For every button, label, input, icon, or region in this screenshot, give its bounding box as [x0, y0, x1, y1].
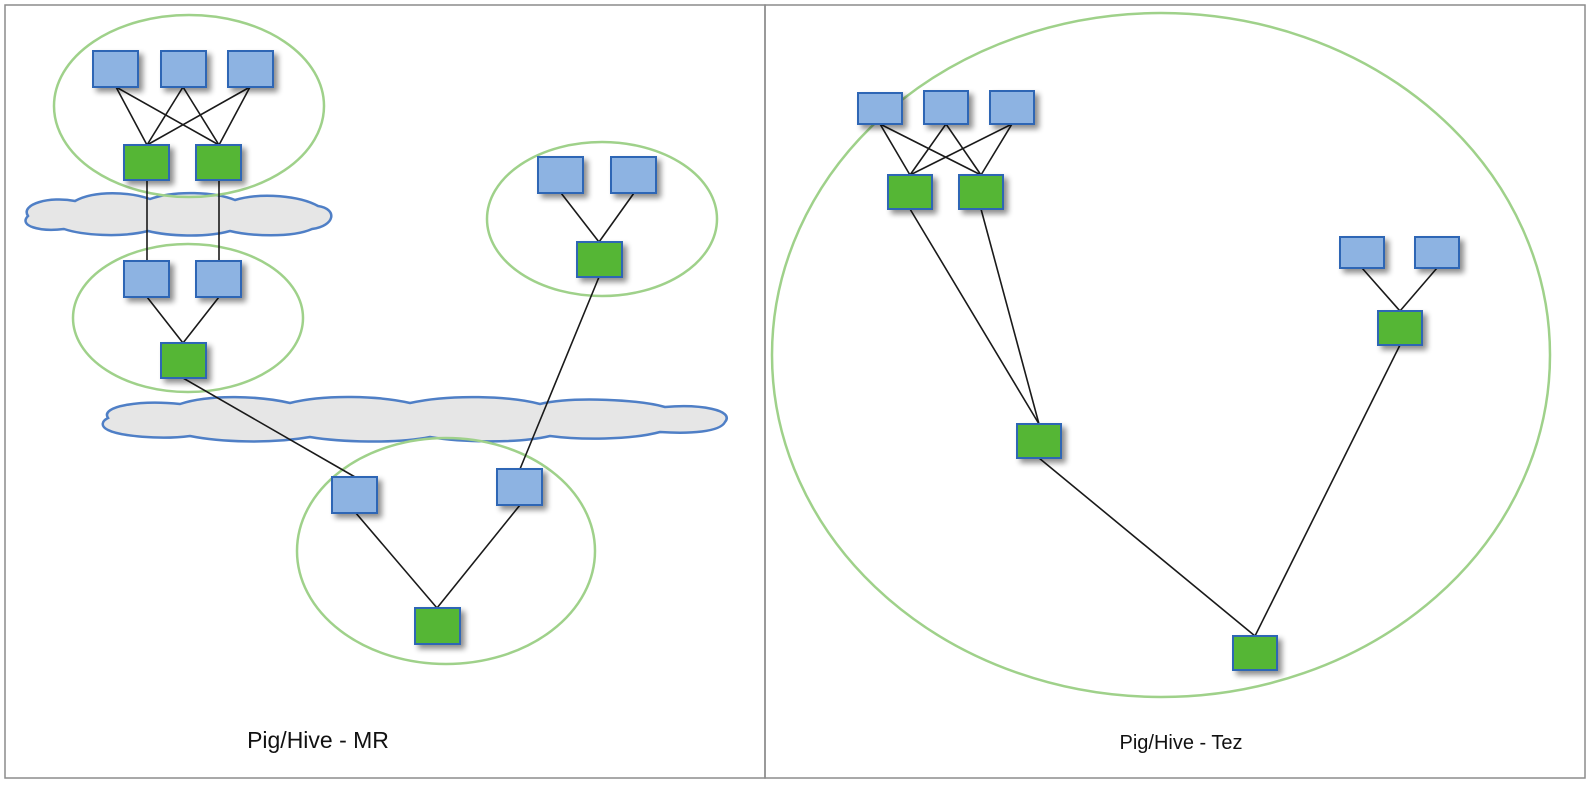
right-panel-frame [764, 4, 1586, 779]
reduce-task [195, 144, 242, 181]
map-task [496, 468, 543, 506]
mr-map-tasks [92, 50, 657, 514]
map-task [537, 156, 584, 194]
mr-edge [354, 511, 438, 609]
reduce-task [1232, 635, 1278, 671]
map-task [989, 90, 1035, 125]
mr-edge [146, 86, 251, 146]
mr-job-4-ellipse [295, 436, 597, 666]
reduce-task [1016, 423, 1062, 459]
mr-edge [218, 86, 251, 146]
mr-diagram: Pig/Hive - MR [24, 13, 728, 753]
reduce-task [576, 241, 623, 278]
tez-edge [909, 123, 1013, 176]
map-task [857, 92, 903, 125]
reduce-task [1377, 310, 1423, 346]
tez-map-tasks [857, 90, 1460, 269]
mr-edge [182, 377, 356, 478]
mr-edge [115, 86, 148, 146]
mr-edge [146, 296, 184, 344]
mr-caption: Pig/Hive - MR [247, 727, 389, 753]
mr-edges [115, 86, 635, 609]
tez-caption: Pig/Hive - Tez [1119, 732, 1242, 754]
map-task [227, 50, 274, 88]
storage-cloud-1 [24, 191, 333, 237]
tez-edge [980, 123, 1013, 176]
tez-edge [1399, 267, 1438, 312]
mr-edge [182, 86, 220, 146]
map-task [92, 50, 139, 88]
reduce-task [123, 144, 170, 181]
storage-cloud-2 [101, 395, 728, 443]
mr-edge [560, 192, 600, 243]
map-task [123, 260, 170, 298]
map-task [160, 50, 207, 88]
reduce-task [887, 174, 933, 210]
map-task [1339, 236, 1385, 269]
reduce-task [958, 174, 1004, 210]
tez-edge [879, 123, 911, 176]
tez-edge [1361, 267, 1401, 312]
left-panel-frame [4, 4, 766, 779]
mr-edge [519, 276, 600, 470]
tez-edge [909, 208, 1040, 425]
mr-edge [115, 86, 220, 146]
tez-diagram: Pig/Hive - Tez [770, 11, 1552, 754]
tez-dag-ellipse [770, 11, 1552, 699]
map-task [331, 476, 378, 514]
map-task [610, 156, 657, 194]
tez-edge [1254, 344, 1401, 637]
reduce-task [160, 342, 207, 379]
mr-edge [146, 86, 184, 146]
tez-edges [879, 123, 1438, 637]
mr-edge [182, 296, 220, 344]
mr-job-2-ellipse [71, 242, 305, 394]
mr-edge [598, 192, 635, 243]
tez-edge [879, 123, 982, 176]
mr-job-1-ellipse [52, 13, 326, 199]
tez-edge [909, 123, 947, 176]
mr-edge [436, 504, 521, 609]
map-task [1414, 236, 1460, 269]
reduce-task [414, 607, 461, 645]
map-task [923, 90, 969, 125]
mr-job-3-ellipse [485, 140, 719, 298]
map-task [195, 260, 242, 298]
tez-edge [1038, 457, 1256, 637]
tez-edge [980, 208, 1040, 425]
tez-reduce-tasks [887, 174, 1423, 671]
tez-edge [945, 123, 982, 176]
mr-reduce-tasks [123, 144, 623, 645]
